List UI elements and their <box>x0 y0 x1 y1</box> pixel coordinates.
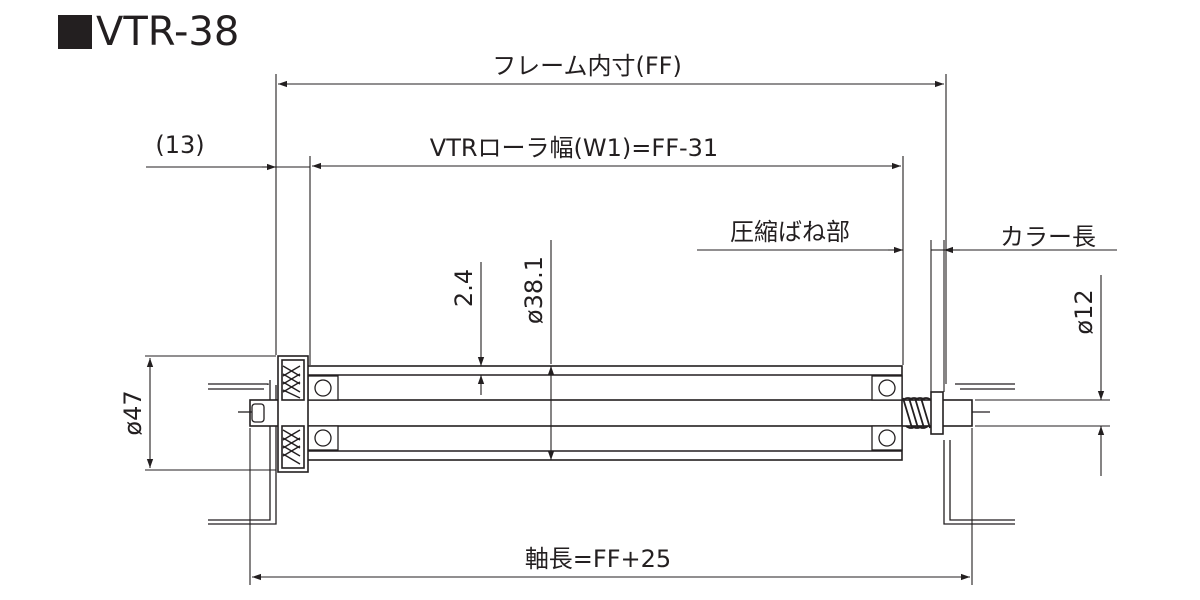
flange-left <box>277 355 309 473</box>
label-shaft-dia: ø12 <box>1070 289 1098 334</box>
label-collar-length: カラー長 <box>1000 223 1096 251</box>
label-shaft-length: 軸長=FF+25 <box>525 545 671 573</box>
label-roller-width: VTRローラ幅(W1)=FF-31 <box>430 134 718 162</box>
bearing-left <box>307 375 339 451</box>
label-spring-section: 圧縮ばね部 <box>730 218 850 246</box>
compression-spring <box>902 397 932 429</box>
label-flange-dia: ø47 <box>119 390 147 435</box>
frame-right <box>943 383 1015 525</box>
collar <box>930 391 944 435</box>
drawing-title: VTR-38 <box>58 8 239 56</box>
shaft <box>249 399 973 427</box>
title-model: VTR-38 <box>96 9 240 55</box>
label-frame-inner: フレーム内寸(FF) <box>492 52 682 80</box>
bearing-right <box>871 375 903 451</box>
title-bullet-square <box>58 15 92 49</box>
label-offset: (13) <box>155 131 204 159</box>
label-roller-dia: ø38.1 <box>520 256 548 324</box>
label-wall: 2.4 <box>450 269 478 307</box>
